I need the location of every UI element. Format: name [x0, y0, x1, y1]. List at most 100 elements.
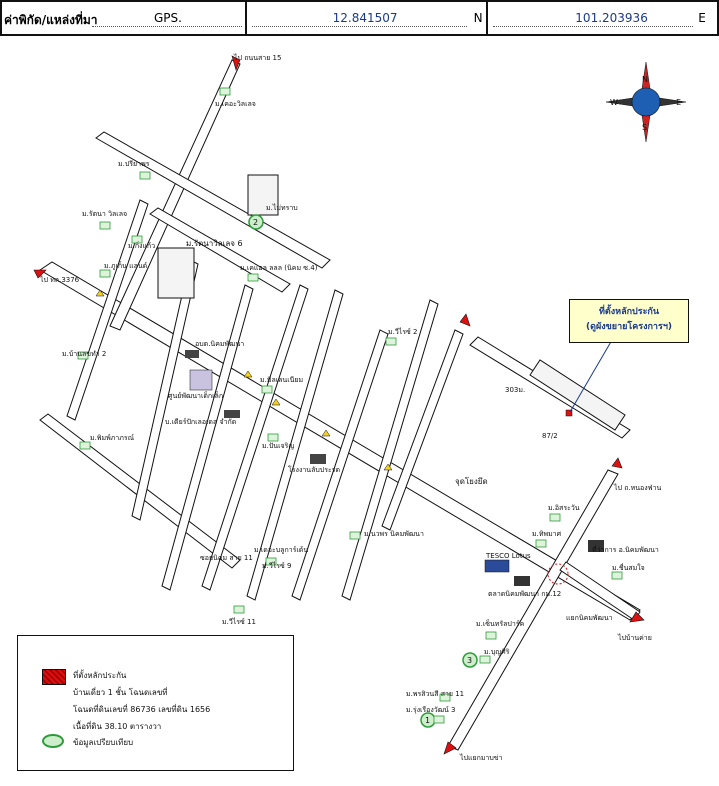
label-ban22: ม.อิสระวัน — [548, 504, 580, 512]
factory-building-icon — [224, 410, 240, 418]
house-icon — [99, 269, 111, 278]
school-building-icon — [185, 350, 199, 358]
label-bankhai: ไปบ้านค่าย — [617, 633, 652, 642]
arrow-maptaphut — [443, 741, 457, 755]
soi-7 — [341, 299, 439, 601]
house-icon — [131, 235, 143, 244]
label-ban19: ม.เดอะบลูการ์เด้น — [254, 546, 308, 554]
lat-dir: N — [473, 11, 483, 25]
label-ban8: ม.รัตนาวิลเลจ 6 — [186, 239, 243, 248]
road-soi-a — [95, 131, 331, 269]
house-icon — [485, 631, 497, 640]
callout-leader — [569, 339, 613, 413]
road-ne — [381, 329, 464, 531]
compass-n: N — [642, 75, 648, 84]
marker-3-label: 3 — [467, 656, 472, 665]
temple-icon — [243, 370, 253, 378]
legend-box: ที่ตั้งหลักประกัน บ้านเดี่ยว 1 ชั้น โฉนด… — [17, 635, 294, 771]
label-ban17: ม.วีไรซ์ 2 — [388, 327, 417, 336]
marker-2 — [248, 214, 264, 230]
coord-source: GPS. — [154, 11, 182, 25]
house-icon — [349, 531, 361, 540]
comparable-markers: 2 3 1 — [248, 214, 478, 728]
lon-value: 101.203936 — [575, 11, 648, 25]
subject-property-icon — [565, 409, 573, 417]
project-block — [529, 359, 626, 431]
arrow-west — [33, 269, 47, 279]
location-map: N S E W 2 3 1 — [33, 53, 687, 762]
label-ban13: บ.เดียร์ปักเลอเดส จำกัด — [165, 418, 236, 426]
house-icon — [439, 693, 451, 702]
label-ban6: ม.ภูเก็น แลนด์ — [104, 261, 147, 270]
house-icon — [265, 557, 277, 566]
house-icon — [261, 385, 273, 394]
dotted-line — [493, 26, 694, 27]
coord-label: ค่าพิกัด/แหล่งที่มา — [4, 13, 98, 27]
label-ban26: ตลาดนิคมพัฒนา กม.12 — [488, 590, 561, 598]
legend-l2: บ้านเดี่ยว 1 ชั้น โฉนดเลขที่ — [73, 688, 168, 697]
label-maptaphut: ไปแยกมาบข่า — [459, 753, 503, 762]
house-icon — [549, 513, 561, 522]
label-ban28: ม.เซ็นทรัลปาร์ค — [476, 619, 525, 628]
soi-2 — [131, 259, 199, 521]
house-icon — [385, 337, 397, 346]
marker-2-label: 2 — [253, 218, 258, 227]
compass-e: E — [676, 98, 681, 107]
childcare-building-icon — [189, 369, 213, 391]
label-ban18: ม.นวพร นิคมพัฒนา — [364, 530, 424, 538]
label-ban1: ม.เคอะวิลเลจ — [215, 100, 256, 108]
arrow-nongfab — [611, 457, 623, 469]
subject-callout: ที่ตั้งหลักประกัน (ดูผังขยายโครงการฯ) — [569, 299, 689, 343]
temple-icon — [383, 463, 393, 471]
globe-icon — [631, 87, 661, 117]
label-ban24: ที่ว่าการ อ.นิคมพัฒนา — [592, 545, 659, 554]
compass-rose: N S E W — [605, 61, 687, 143]
sukhumvit-road — [447, 469, 619, 751]
lat-cell: 12.841507 N — [247, 2, 489, 34]
label-ban23: ม.ทิพมาศ — [532, 530, 562, 538]
comparable-legend-icon — [42, 734, 64, 748]
label-ban3: ม.รัตนา วิลเลจ — [82, 210, 127, 218]
lat-value: 12.841507 — [332, 11, 398, 25]
label-ban16: ม.พิมพ์ภาภรณ์ — [90, 434, 135, 442]
arrow-ne — [459, 313, 471, 327]
legend-l5: ข้อมูลเปรียบเทียบ — [73, 738, 134, 747]
district-office-icon — [588, 540, 604, 552]
label-ban12: ศูนย์พัฒนาเด็กเล็ก — [168, 391, 223, 400]
coord-source-cell: ค่าพิกัด/แหล่งที่มา GPS. — [2, 2, 247, 34]
label-ban31: ม.รุ่งเรืองวัฒน์ 3 — [406, 706, 456, 714]
label-ban20: ม.วีไรซ์ 9 — [262, 561, 291, 570]
temple-icon — [271, 398, 281, 406]
callout-line1: ที่ตั้งหลักประกัน — [598, 307, 660, 317]
label-ban15: โรงงานลับประรด — [288, 465, 340, 474]
label-ban7: ม.ไม่ทราบ — [266, 203, 298, 212]
house-icon — [267, 433, 279, 442]
dotted-line — [251, 26, 467, 27]
legend-l3: โฉนดที่ดินเลขที่ 86736 เลขที่ดิน 1656 — [73, 705, 211, 714]
label-school: อบต.นิคมพัฒนา — [195, 340, 244, 348]
house-icons — [77, 87, 623, 724]
label-ban27: แยกนิคมพัฒนา — [566, 614, 613, 622]
temple-icon — [95, 289, 105, 297]
label-ban21: ม.วีไรซ์ 11 — [222, 617, 256, 626]
compass-w: W — [610, 98, 618, 107]
market-icon — [514, 576, 530, 586]
header-bar: ค่าพิกัด/แหล่งที่มา GPS. 12.841507 N 101… — [0, 0, 719, 36]
house-icon — [79, 441, 91, 450]
pineapple-factory-icon — [310, 454, 326, 464]
arrow-north — [231, 55, 241, 71]
road-soi-b — [149, 207, 291, 293]
map-labels: ไป ถนนสาย 15 ไป ทล.3376 ม.เคอะวิลเลจ ม.ป… — [39, 53, 662, 762]
legend-l1: ที่ตั้งหลักประกัน — [73, 671, 127, 680]
house-icon — [219, 87, 231, 96]
lon-dir: E — [698, 11, 706, 25]
label-ban2: ม.ปรียาพร — [118, 160, 150, 168]
label-nongfab: ไป ถ.หนองฟ่าน — [613, 483, 662, 492]
junction-circle — [547, 563, 569, 585]
road-bankhai — [559, 561, 641, 621]
callout-line2: (ดูผังขยายโครงการฯ) — [586, 322, 672, 332]
tesco-store-icon — [484, 559, 510, 573]
label-tesco: TESCO Lotus — [485, 552, 531, 560]
house-icon — [77, 351, 89, 360]
label-soi: ซอยนิคม สาย 11 — [200, 554, 253, 562]
